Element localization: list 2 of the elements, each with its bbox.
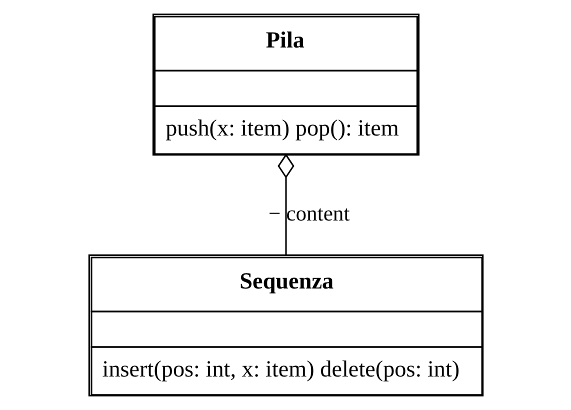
edge-label: − content [268,201,350,226]
connector [277,154,294,255]
